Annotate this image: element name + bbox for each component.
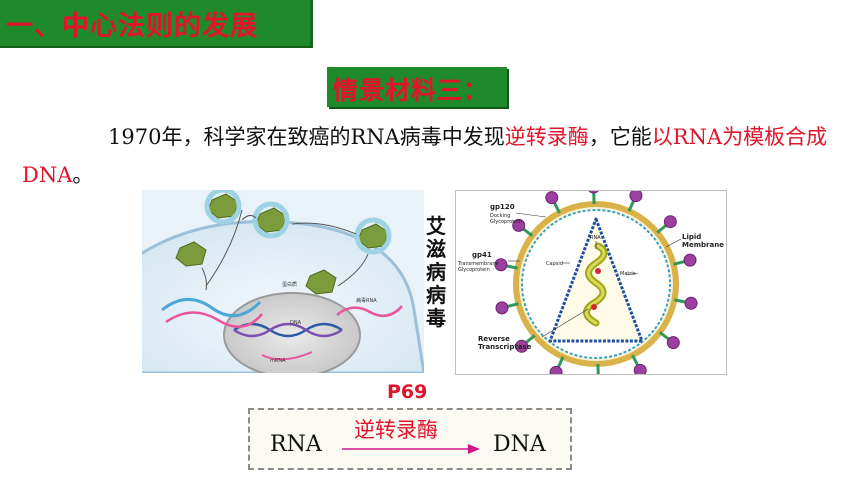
gp120-knob — [684, 296, 698, 310]
label-protein: 蛋白质 — [282, 281, 297, 288]
highlight-rna-template: 以RNA为模板合成DNA — [22, 125, 828, 187]
gp41-stem — [505, 264, 518, 270]
hiv-structure-diagram: gp120 Docking Glycoprotein gp41 Transmem… — [455, 180, 727, 388]
scene-title: 情景材料三： — [333, 76, 490, 105]
gp120-knob — [494, 258, 508, 272]
gp120-knob — [633, 363, 647, 377]
title-bar: 一、中心法则的发展 — [0, 0, 313, 48]
page-title: 一、中心法则的发展 — [6, 11, 258, 42]
gp120-knob — [495, 301, 509, 315]
body-paragraph: 1970年，科学家在致癌的RNA病毒中发现逆转录酶，它能以RNA为模板合成DNA… — [22, 118, 852, 194]
label-transcriptase: Transcriptase — [478, 343, 532, 351]
gp41-stem — [506, 302, 519, 309]
label-gp41: gp41 — [472, 251, 492, 259]
gp120-knob — [512, 218, 526, 232]
gp41-stem — [673, 259, 686, 266]
scene-badge: 情景材料三： — [327, 67, 507, 107]
gp120-knob — [587, 180, 601, 194]
label-gp41-sub1: Transmembrane — [457, 261, 499, 267]
gp41-stem — [521, 227, 534, 237]
gp41-stem — [658, 331, 671, 341]
gp41-stem — [556, 356, 565, 369]
label-mrna: mRNA — [270, 358, 286, 364]
gp41-stem — [656, 223, 668, 234]
flow-enzyme: 逆转录酶 — [354, 418, 438, 442]
paragraph-text-3: 。 — [72, 163, 94, 187]
label-viral-rna: 病毒RNA — [356, 297, 377, 304]
paragraph-text-2: ，它能 — [588, 125, 652, 149]
label-gp41-sub2: Glycoprotein — [458, 267, 490, 273]
gp41-stem — [524, 334, 536, 345]
gp120-knob — [515, 339, 529, 353]
label-gp120-sub2: Glycoprotein — [490, 219, 522, 225]
flow-target: DNA — [493, 432, 546, 457]
gp120-knob — [666, 336, 680, 350]
flow-arrow-icon — [342, 444, 480, 454]
gp120-knob — [545, 191, 559, 205]
paragraph-text-1: 1970年，科学家在致癌的RNA病毒中发现 — [108, 125, 505, 149]
hiv-label: 艾滋病病毒 — [426, 214, 446, 330]
label-gp120: gp120 — [490, 203, 515, 211]
highlight-reverse-transcriptase: 逆转录酶 — [504, 125, 589, 149]
label-capsid: Capsid — [546, 261, 563, 267]
page-reference: P69 — [387, 381, 428, 403]
gp41-stem — [627, 199, 636, 212]
label-matrix: Matrix — [620, 271, 636, 277]
gp41-stem — [674, 298, 687, 304]
gp41-stem — [552, 201, 561, 214]
reverse-transcription-box: RNA 逆转录酶 DNA — [248, 408, 572, 470]
label-reverse: Reverse — [478, 335, 510, 343]
gp120-knob — [683, 253, 697, 267]
label-membrane: Membrane — [682, 241, 724, 249]
label-rna: RNA — [590, 235, 601, 241]
retrovirus-cycle-diagram: DNA 病毒RNA mRNA 蛋白质 — [130, 187, 426, 378]
label-dna: DNA — [290, 320, 302, 326]
gp41-stem — [631, 354, 640, 367]
gp120-knob — [663, 215, 677, 229]
label-gp120-sub1: Docking — [490, 213, 510, 219]
gp120-knob — [629, 189, 643, 203]
label-lipid: Lipid — [682, 233, 701, 241]
flow-source: RNA — [270, 432, 322, 457]
gp120-knob — [549, 365, 563, 379]
